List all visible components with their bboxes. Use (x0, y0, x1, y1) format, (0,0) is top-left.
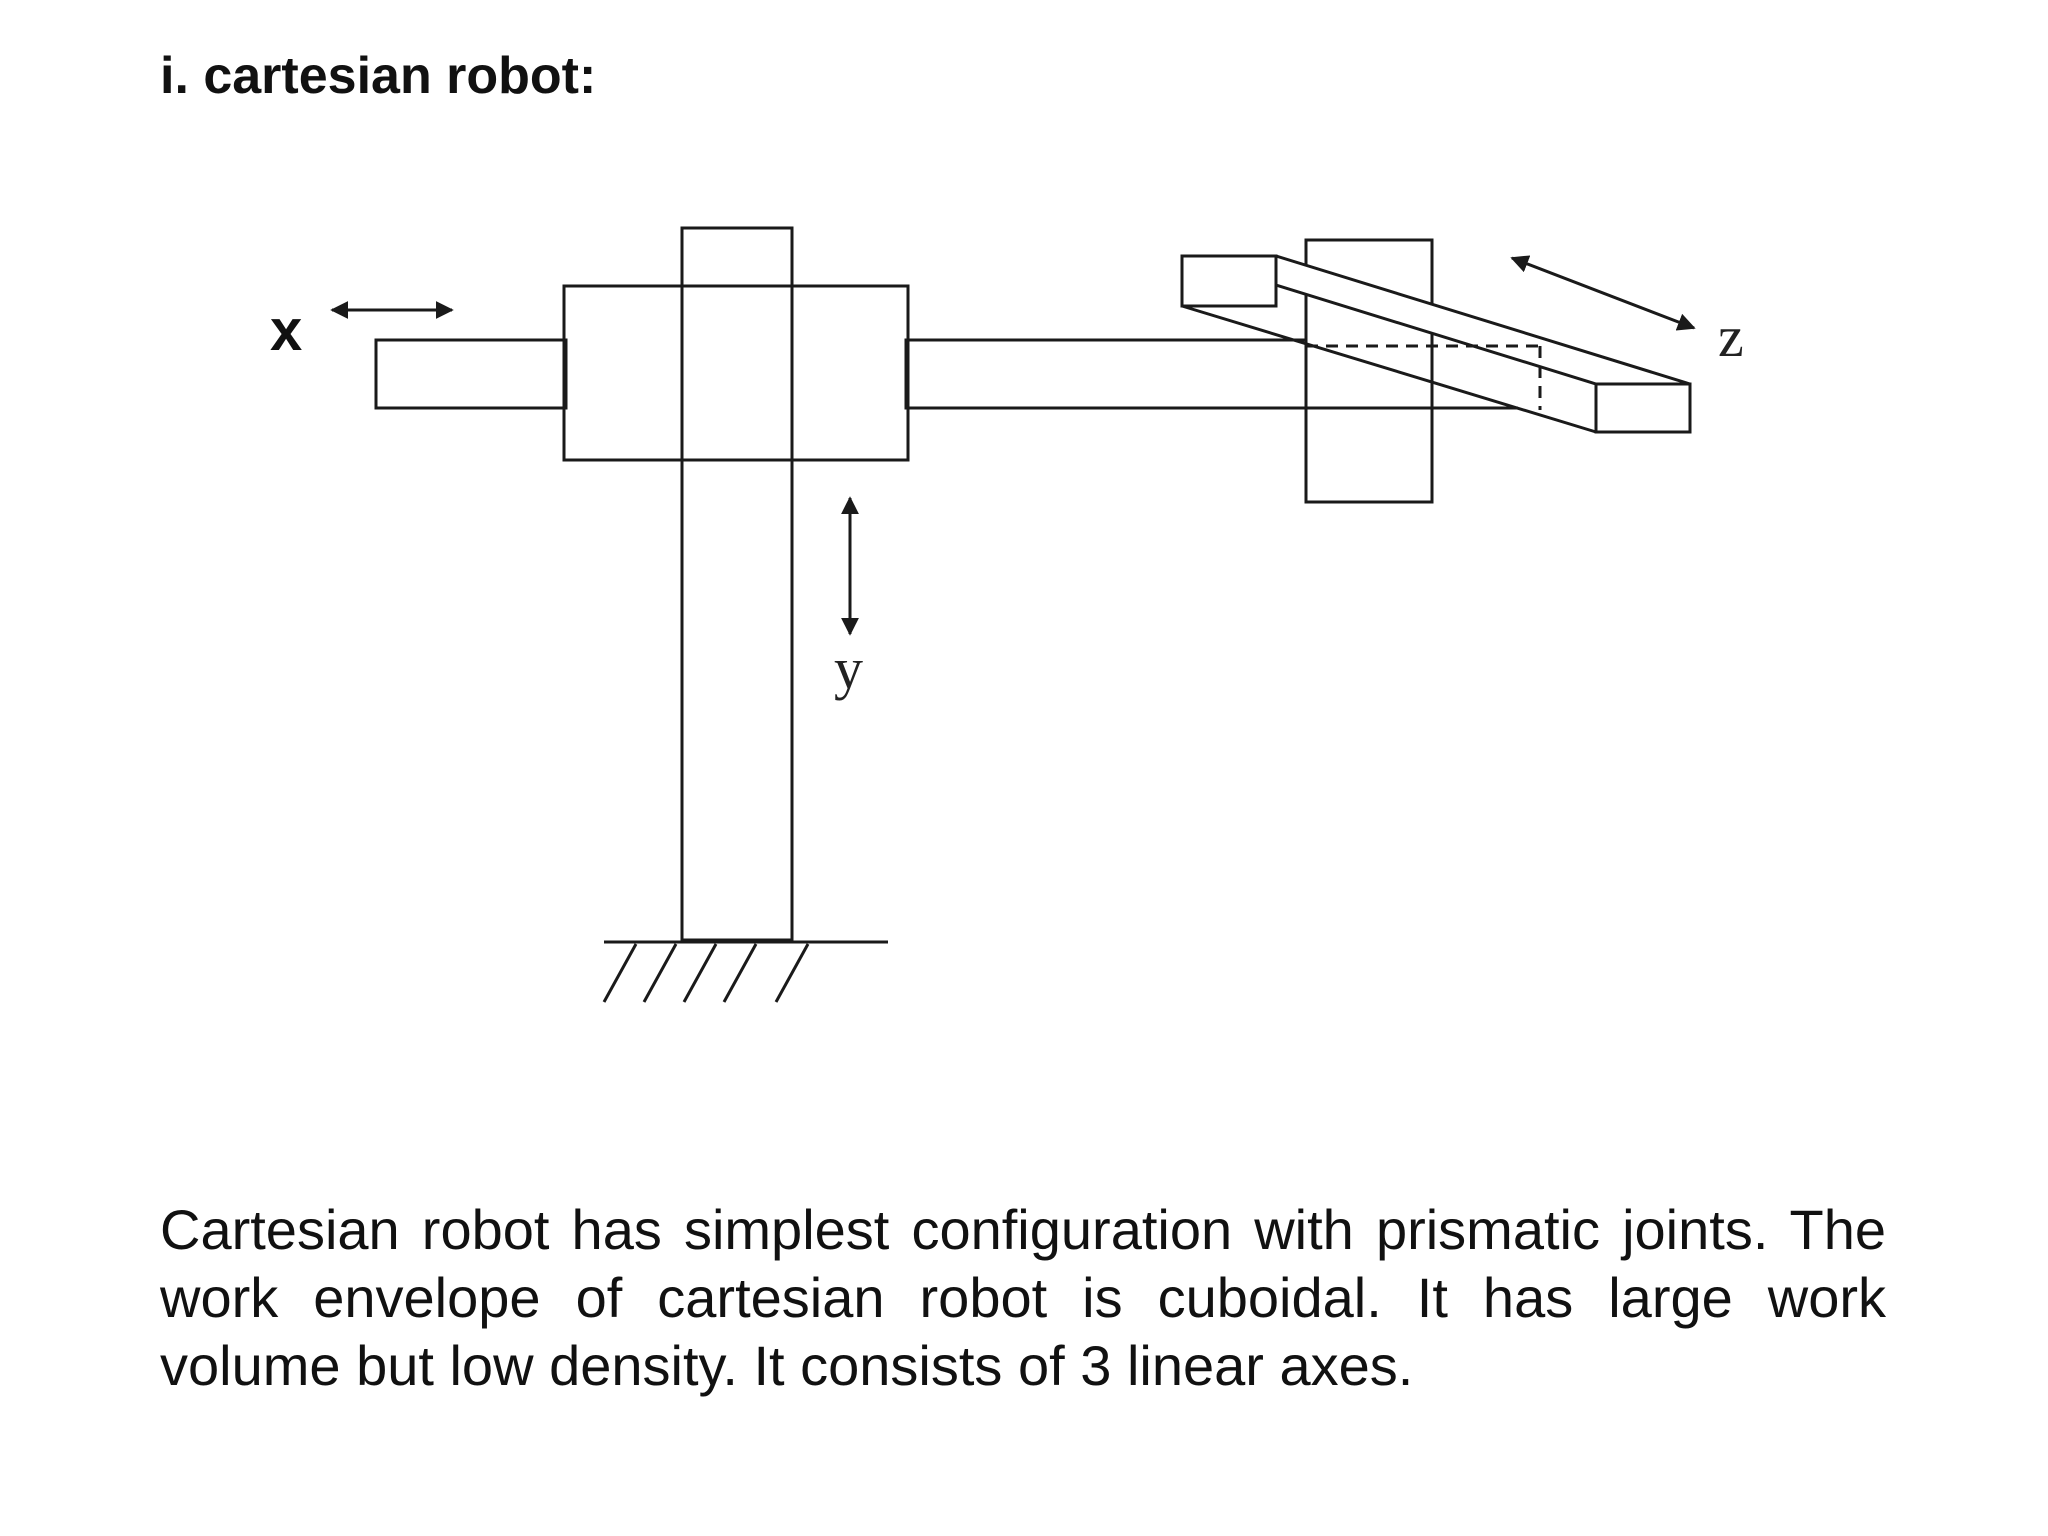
description-paragraph: Cartesian robot has simplest configurati… (160, 1198, 1886, 1397)
z-axis-label: z (1718, 304, 1744, 369)
y-axis-label: y (834, 636, 863, 701)
x-arm-right (904, 338, 1308, 410)
section-heading: i. cartesian robot: (160, 47, 597, 105)
z-motion-arrow (1510, 255, 1696, 331)
z-slide-end (1594, 382, 1692, 434)
z-slide-start (1180, 254, 1278, 308)
x-axis-label: x (270, 298, 302, 363)
carriage-block (562, 284, 910, 462)
vertical-column (680, 226, 794, 942)
x-arm-left (374, 338, 568, 410)
